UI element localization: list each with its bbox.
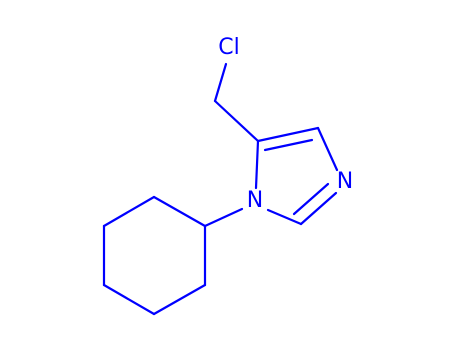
bond-cy5-cy6: [152, 283, 207, 316]
bond-ch2-cl: [213, 62, 228, 103]
bond-c5-c4: [256, 126, 320, 143]
bond-group: [102, 62, 339, 316]
bond-n1-c5: [254, 139, 260, 190]
bond-cy1-cy2: [152, 195, 207, 228]
bond-c2-n1: [266, 208, 303, 226]
bond-ch2-c5: [213, 99, 260, 143]
bond-cy4-cy5: [102, 283, 156, 316]
bond-n3-c2-inner: [292, 182, 330, 216]
bond-n1-cy1: [203, 207, 244, 228]
bond-cy2-cy3: [102, 195, 156, 228]
bond-c5-c4-inner: [263, 138, 314, 152]
atom-label-n1: N: [247, 188, 263, 213]
bond-c4-n3: [316, 126, 339, 172]
atom-label-cl: Cl: [218, 35, 239, 60]
atom-label-n3: N: [337, 169, 353, 194]
bond-n3-c2: [299, 191, 338, 226]
